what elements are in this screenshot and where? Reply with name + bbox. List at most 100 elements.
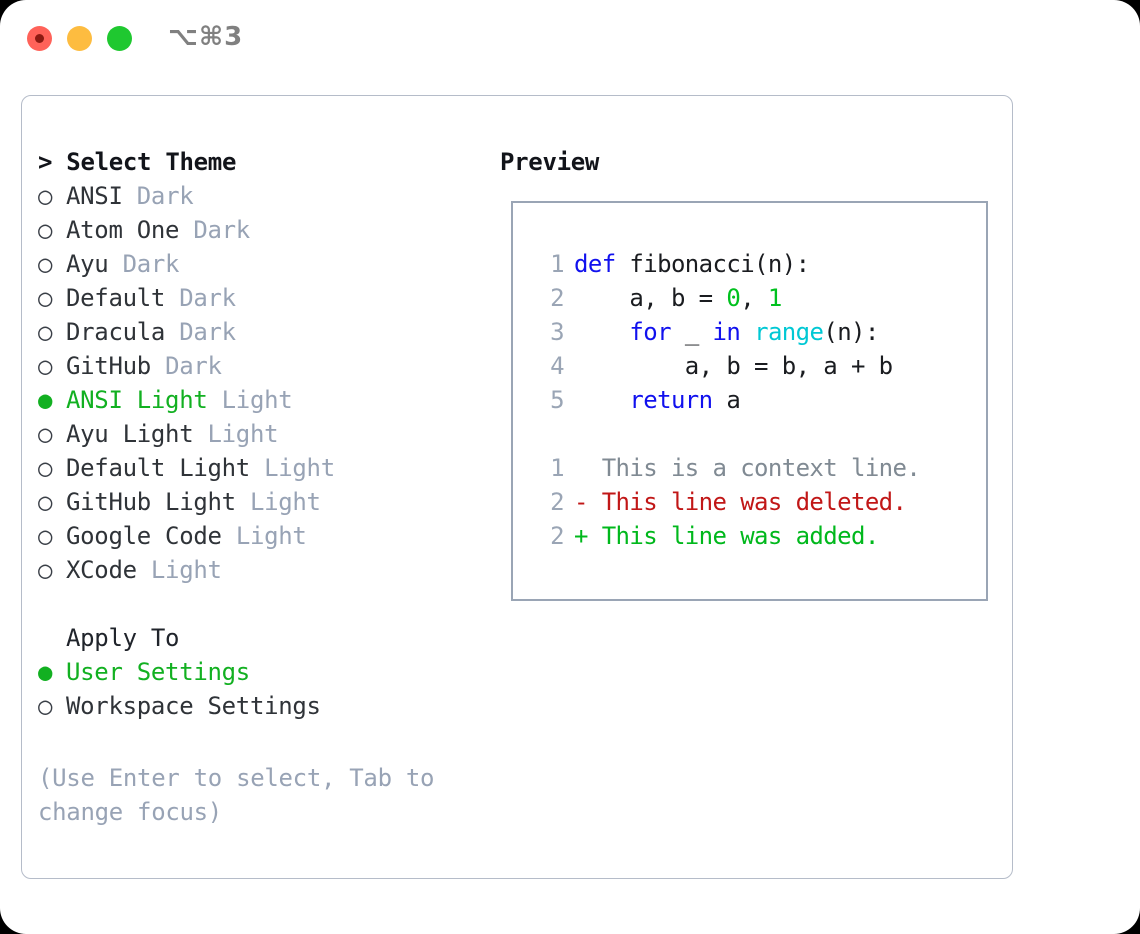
radio-unselected-icon: ○ (38, 556, 53, 584)
theme-option-kind: Light (249, 488, 321, 516)
theme-option-default-light[interactable]: ○ Default Light Light (38, 451, 488, 485)
theme-option-xcode[interactable]: ○ XCode Light (38, 553, 488, 587)
theme-option-github[interactable]: ○ GitHub Dark (38, 349, 488, 383)
theme-option-github-light[interactable]: ○ GitHub Light Light (38, 485, 488, 519)
preview-header: Preview (500, 148, 600, 176)
line-number: 4 (550, 352, 564, 380)
radio-unselected-icon: ○ (38, 182, 53, 210)
diff-line-text: + This line was added. (574, 522, 879, 550)
code-token-plain (740, 318, 754, 346)
theme-option-kind: Light (264, 454, 335, 482)
theme-list-header: > Select Theme (38, 148, 237, 176)
radio-selected-icon: ● (38, 386, 53, 414)
diff-line-ctx: 1 This is a context line. (532, 451, 972, 485)
code-blank-separator (532, 417, 972, 451)
code-line: 3 for _ in range(n): (532, 315, 972, 349)
code-line: 5 return a (532, 383, 972, 417)
keyboard-shortcut-label: ⌥⌘3 (168, 22, 244, 52)
apply-to-option-workspace-settings[interactable]: ○ Workspace Settings (38, 689, 488, 723)
code-token-plain: a, b = (574, 284, 727, 312)
code-token-kw: for (629, 318, 671, 346)
theme-option-kind: Dark (136, 182, 194, 210)
apply-to-option-label: Workspace Settings (66, 692, 321, 720)
radio-unselected-icon: ○ (38, 488, 53, 516)
theme-option-ayu-light[interactable]: ○ Ayu Light Light (38, 417, 488, 451)
code-line: 2 a, b = 0, 1 (532, 281, 972, 315)
maximize-window-icon[interactable] (107, 26, 132, 51)
code-token-num: 1 (767, 284, 782, 312)
line-number: 1 (550, 454, 564, 482)
code-token-plain (574, 318, 629, 346)
theme-option-kind: Light (235, 522, 307, 550)
theme-option-google-code[interactable]: ○ Google Code Light (38, 519, 488, 553)
line-number: 3 (550, 318, 564, 346)
theme-selection-list: > Select Theme ○ANSI Dark○Atom One Dark○… (38, 145, 488, 587)
apply-to-group: Apply To ●User Settings ○ Workspace Settin… (38, 621, 488, 723)
line-number: 2 (550, 488, 564, 516)
line-number: 5 (550, 386, 564, 414)
code-token-plain (574, 386, 629, 414)
content-panel: > Select Theme ○ANSI Dark○Atom One Dark○… (21, 95, 1013, 879)
line-number: 2 (550, 284, 564, 312)
diff-line-text: This is a context line. (574, 454, 921, 482)
theme-option-label: Default Light (66, 454, 250, 482)
code-token-fn: range (754, 318, 824, 346)
theme-option-label: ANSI (66, 182, 123, 210)
radio-unselected-icon: ○ (38, 250, 53, 278)
apply-to-title: Apply To (66, 624, 180, 652)
theme-option-label: GitHub Light (66, 488, 236, 516)
theme-option-atom-one[interactable]: ○ Atom One Dark (38, 213, 488, 247)
theme-option-ayu[interactable]: ○ Ayu Dark (38, 247, 488, 281)
close-window-icon[interactable] (27, 26, 52, 51)
theme-option-kind: Light (150, 556, 222, 584)
titlebar: ⌥⌘3 (0, 0, 1140, 78)
code-token-kw: def (574, 250, 630, 278)
theme-option-label: GitHub (66, 352, 151, 380)
keyboard-hint-text: (Use Enter to select, Tab to change focu… (38, 764, 435, 826)
theme-option-label: Dracula (66, 318, 166, 346)
theme-option-ansi-light[interactable]: ● ANSI Light Light (38, 383, 488, 417)
radio-unselected-icon: ○ (38, 454, 53, 482)
code-token-plain: _ (670, 318, 713, 346)
theme-option-label: Atom One (66, 216, 180, 244)
theme-option-kind: Light (221, 386, 293, 414)
theme-option-label: Default (66, 284, 166, 312)
code-token-plain: (n): (823, 318, 879, 346)
apply-to-option-user-settings[interactable]: ●User Settings (38, 655, 488, 689)
theme-option-kind: Dark (179, 318, 236, 346)
diff-line-add: 2+ This line was added. (532, 519, 972, 553)
theme-option-kind: Dark (122, 250, 180, 278)
radio-unselected-icon: ○ (38, 318, 53, 346)
code-token-plain: , (740, 284, 768, 312)
theme-option-dracula[interactable]: ○ Dracula Dark (38, 315, 488, 349)
radio-unselected-icon: ○ (38, 522, 53, 550)
diff-line-del: 2 - This line was deleted. (532, 485, 972, 519)
code-token-kw: in (712, 318, 741, 346)
radio-selected-icon: ● (38, 658, 53, 686)
code-token-num: 0 (726, 284, 741, 312)
code-token-plain: fibonacci(n): (629, 250, 810, 278)
theme-option-label: ANSI Light (66, 386, 208, 414)
diff-line-text: - This line was deleted. (574, 488, 907, 516)
theme-option-default[interactable]: ○Default Dark (38, 281, 488, 315)
theme-option-label: Google Code (66, 522, 222, 550)
minimize-window-icon[interactable] (67, 26, 92, 51)
radio-unselected-icon: ○ (38, 216, 53, 244)
code-token-plain: a (712, 386, 741, 414)
theme-option-label: XCode (66, 556, 137, 584)
theme-option-ansi[interactable]: ○ ANSI Dark (38, 179, 488, 213)
radio-unselected-icon: ○ (38, 420, 53, 448)
theme-option-kind: Light (207, 420, 279, 448)
theme-option-kind: Dark (165, 352, 222, 380)
radio-unselected-icon: ○ (38, 284, 53, 312)
theme-option-kind: Dark (193, 216, 250, 244)
theme-option-label: Ayu (66, 250, 109, 278)
radio-unselected-icon: ○ (38, 352, 53, 380)
theme-option-label: Ayu Light (66, 420, 194, 448)
radio-unselected-icon: ○ (38, 692, 53, 720)
